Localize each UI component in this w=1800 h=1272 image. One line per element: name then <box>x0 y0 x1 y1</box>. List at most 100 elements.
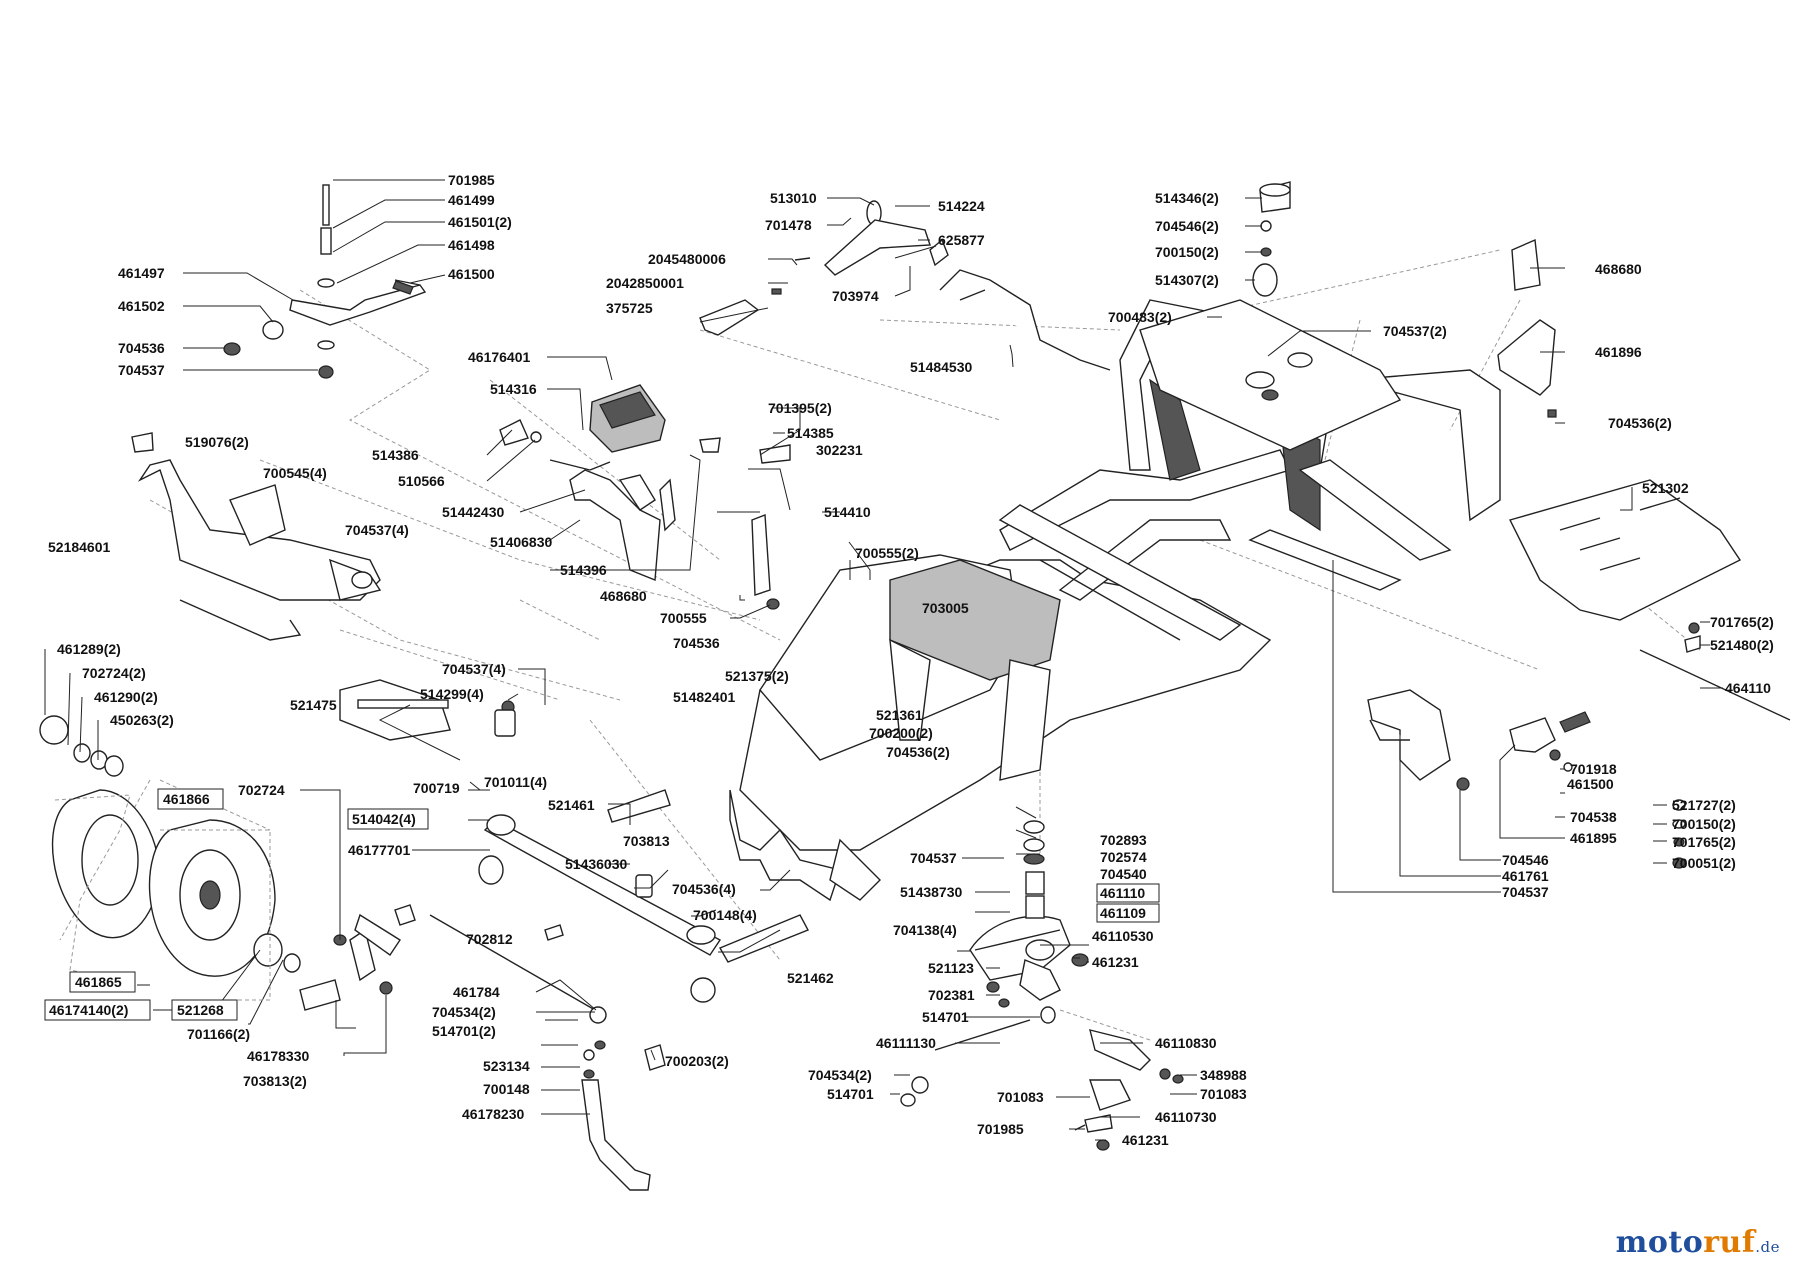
label-461231-bottom: 461231 <box>1122 1132 1169 1148</box>
label-704540: 704540 <box>1100 866 1147 882</box>
label-461896: 461896 <box>1595 344 1642 360</box>
label-703813-2: 703813(2) <box>243 1073 307 1089</box>
label-46110530: 46110530 <box>1092 928 1154 944</box>
label-51442430: 51442430 <box>442 504 505 520</box>
label-514701-center: 514701 <box>922 1009 969 1025</box>
label-704537-center: 704537 <box>910 850 957 866</box>
part-number-labels: 701985 461499 461501(2) 461498 461497 46… <box>48 172 1774 1148</box>
label-514701-right: 514701 <box>827 1086 874 1102</box>
steering-sector-parts <box>900 820 1184 1151</box>
label-521375: 521375(2) <box>725 668 789 684</box>
steering-handle-parts <box>699 200 1111 371</box>
label-700719: 700719 <box>413 780 460 796</box>
label-700545: 700545(4) <box>263 465 327 481</box>
deck-plate-521302 <box>1508 479 1742 621</box>
label-702381: 702381 <box>928 987 975 1003</box>
label-464110: 464110 <box>1725 680 1771 696</box>
chassis-frame <box>729 299 1501 902</box>
label-461500-top: 461500 <box>448 266 495 282</box>
label-701985-top: 701985 <box>448 172 495 188</box>
label-700150-top: 700150(2) <box>1155 244 1219 260</box>
seat-bracket-parts <box>1252 181 1557 418</box>
label-51484530: 51484530 <box>910 359 973 375</box>
label-514299: 514299(4) <box>420 686 484 702</box>
label-703813: 703813 <box>623 833 670 849</box>
label-46176401: 46176401 <box>468 349 531 365</box>
label-625877: 625877 <box>938 232 985 248</box>
label-702812: 702812 <box>466 931 513 947</box>
label-461497: 461497 <box>118 265 165 281</box>
label-700148-4: 700148(4) <box>693 907 757 923</box>
label-51438730: 51438730 <box>900 884 963 900</box>
label-461865: 461865 <box>75 974 122 990</box>
label-521475: 521475 <box>290 697 337 713</box>
label-701478: 701478 <box>765 217 812 233</box>
label-521480: 521480(2) <box>1710 637 1774 653</box>
front-bumper-52184601 <box>131 432 382 641</box>
label-461498: 461498 <box>448 237 495 253</box>
label-461110: 461110 <box>1100 885 1145 901</box>
label-704536-seat: 704536(2) <box>1608 415 1672 431</box>
label-701765-top: 701765(2) <box>1710 614 1774 630</box>
label-701083-left: 701083 <box>997 1089 1044 1105</box>
label-521302: 521302 <box>1642 480 1689 496</box>
label-46178330: 46178330 <box>247 1048 310 1064</box>
label-700483: 700483(2) <box>1108 309 1172 325</box>
label-510566: 510566 <box>398 473 445 489</box>
label-701166: 701166(2) <box>187 1026 250 1042</box>
label-523134: 523134 <box>483 1058 530 1074</box>
label-461501: 461501(2) <box>448 214 512 230</box>
label-701765-bottom: 701765(2) <box>1672 834 1736 850</box>
logo-brand-accent: ruf <box>1703 1225 1756 1260</box>
label-704537-top: 704537 <box>118 362 165 378</box>
label-700150-right: 700150(2) <box>1672 816 1736 832</box>
label-701011: 701011(4) <box>484 774 547 790</box>
label-702724: 702724 <box>238 782 285 798</box>
label-704536-2: 704536(2) <box>886 744 950 760</box>
label-514307: 514307(2) <box>1155 272 1219 288</box>
label-375725: 375725 <box>606 300 653 316</box>
label-704538: 704538 <box>1570 809 1617 825</box>
label-700200: 700200(2) <box>869 725 933 741</box>
boxed-label-frames <box>44 788 1160 1021</box>
label-302231: 302231 <box>816 442 863 458</box>
label-704536-top: 704536 <box>118 340 165 356</box>
label-521268: 521268 <box>177 1002 224 1018</box>
label-46110830: 46110830 <box>1155 1035 1217 1051</box>
label-51406830: 51406830 <box>490 534 553 550</box>
label-468680-center: 468680 <box>600 588 647 604</box>
label-461895: 461895 <box>1570 830 1617 846</box>
label-461784: 461784 <box>453 984 500 1000</box>
label-46110730: 46110730 <box>1155 1109 1217 1125</box>
center-pedal-parts <box>499 384 791 610</box>
label-461289: 461289(2) <box>57 641 121 657</box>
label-702574: 702574 <box>1100 849 1147 865</box>
label-514385: 514385 <box>787 425 834 441</box>
label-702724-2: 702724(2) <box>82 665 146 681</box>
label-704546-top: 704546(2) <box>1155 218 1219 234</box>
label-513010: 513010 <box>770 190 817 206</box>
label-704536-4: 704536(4) <box>672 881 736 897</box>
label-700148: 700148 <box>483 1081 530 1097</box>
label-704537-bumper: 704537(4) <box>345 522 409 538</box>
label-461502: 461502 <box>118 298 165 314</box>
label-514224: 514224 <box>938 198 985 214</box>
label-514410: 514410 <box>824 504 871 520</box>
label-46178230: 46178230 <box>462 1106 525 1122</box>
label-704534-left: 704534(2) <box>432 1004 496 1020</box>
label-704536-center: 704536 <box>673 635 720 651</box>
label-703974: 703974 <box>832 288 879 304</box>
label-51436030: 51436030 <box>565 856 628 872</box>
label-2045480006: 2045480006 <box>648 251 726 267</box>
assembly-guide-lines <box>59 249 1701 1041</box>
label-521123: 521123 <box>928 960 974 976</box>
label-46177701: 46177701 <box>348 842 411 858</box>
label-514396: 514396 <box>560 562 607 578</box>
label-701918: 701918 <box>1570 761 1617 777</box>
label-700051: 700051(2) <box>1672 855 1736 871</box>
label-521461: 521461 <box>548 797 595 813</box>
label-51482401: 51482401 <box>673 689 736 705</box>
label-700555-2: 700555(2) <box>855 545 919 561</box>
label-704138: 704138(4) <box>893 922 957 938</box>
